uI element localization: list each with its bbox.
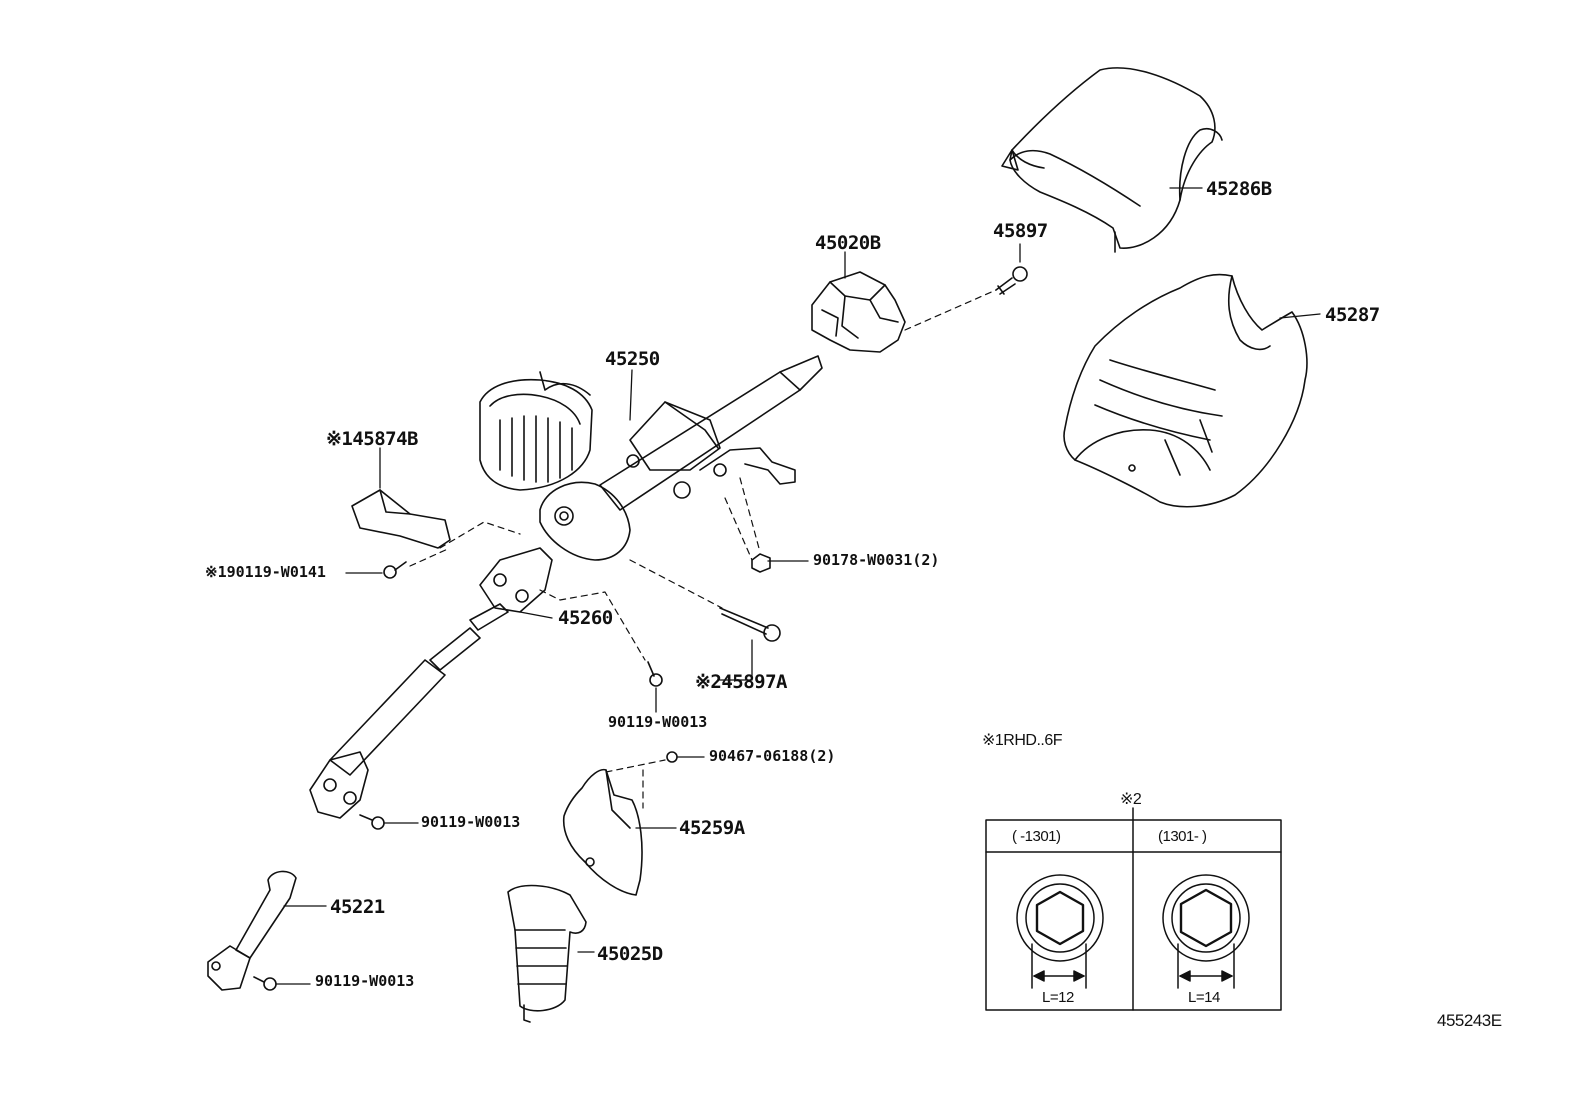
intermediate-shaft-part <box>309 547 553 819</box>
reference-lines <box>409 289 997 809</box>
callout-45287: 45287 <box>1325 304 1380 326</box>
callout-45221: 45221 <box>330 896 385 918</box>
callout-45259A: 45259A <box>679 817 745 839</box>
callout-90119-W0013-a: 90119-W0013 <box>608 713 708 731</box>
bolt-90119-W0141-part <box>383 561 407 579</box>
nut-90178-W0031-part <box>751 553 771 573</box>
bolt-90119-W0013-c-part <box>253 976 277 991</box>
shaft-boot-part <box>507 884 587 1023</box>
steering-column-assembly-part <box>479 355 823 561</box>
callout-90178-W0031: 90178-W0031(2) <box>813 551 940 569</box>
callout-45286B: 45286B <box>1206 178 1272 200</box>
callout-45020B: 45020B <box>815 232 881 254</box>
bolt-45897A-part <box>719 607 781 642</box>
note-ref-2: ※2 <box>1120 791 1142 808</box>
callout-45025D: 45025D <box>597 943 663 965</box>
upper-column-cover-part <box>1001 67 1223 253</box>
callout-90119-W0013-b: 90119-W0013 <box>421 813 521 831</box>
figure-id: 455243E <box>1437 1011 1502 1030</box>
callout-45897A: ※245897A <box>695 671 788 693</box>
note-rhd: ※1RHD..6F <box>982 732 1063 749</box>
callout-45897: 45897 <box>993 220 1048 242</box>
bolt-90119-W0013-b-part <box>359 814 385 830</box>
callout-45874B: ※145874B <box>326 428 419 450</box>
table-col2-header: (1301- ) <box>1158 828 1207 845</box>
bolt-head-12mm-icon <box>1016 874 1104 989</box>
callout-45250: 45250 <box>605 348 660 370</box>
bolt-variant-table <box>985 807 1282 1011</box>
bolt-head-14mm-icon <box>1162 874 1250 989</box>
table-col2-dimension: L=14 <box>1188 989 1220 1006</box>
callout-90119-W0013-c: 90119-W0013 <box>315 972 415 990</box>
table-col1-header: ( -1301) <box>1012 828 1061 845</box>
lower-column-cover-part <box>1063 273 1308 508</box>
clip-90467-06188-part <box>666 751 678 763</box>
callout-90467-06188: 90467-06188(2) <box>709 747 836 765</box>
column-hole-cover-part <box>351 489 451 549</box>
leader-lines <box>275 187 1321 985</box>
callout-90119-W0141: ※190119-W0141 <box>205 563 326 581</box>
lower-shaft-cover-part <box>562 768 643 896</box>
screw-45897-part <box>995 266 1028 295</box>
callout-45260: 45260 <box>558 607 613 629</box>
sliding-yoke-part <box>207 870 297 991</box>
bolt-90119-W0013-a-part <box>647 661 663 687</box>
column-bracket-part <box>811 271 906 353</box>
table-col1-dimension: L=12 <box>1042 989 1074 1006</box>
